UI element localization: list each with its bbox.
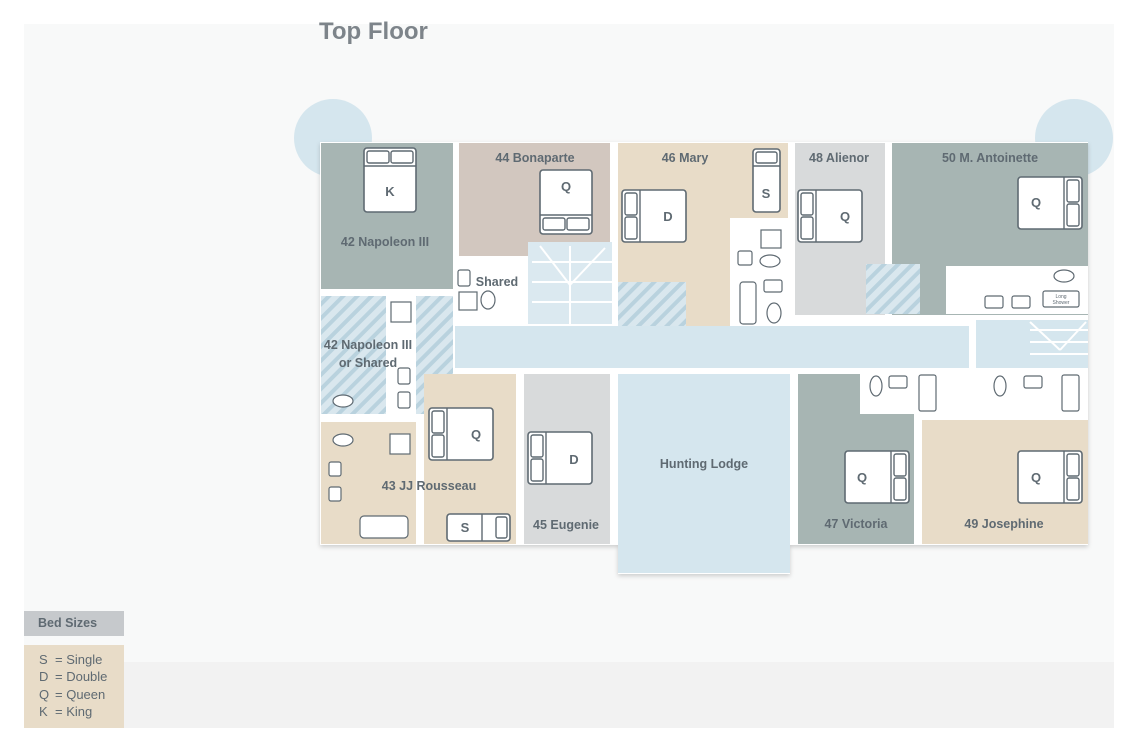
bed-50: Q: [1017, 176, 1083, 230]
sink-icon: [457, 269, 471, 287]
sink-icon: [737, 250, 753, 266]
toilet-icon: [759, 254, 781, 268]
bathtub-icon: [739, 281, 757, 325]
svg-text:K: K: [385, 184, 395, 199]
bed-43-single: S: [446, 513, 511, 542]
page-title: Top Floor: [319, 18, 428, 45]
sink-icon: [1011, 295, 1031, 309]
shower-icon: [389, 433, 411, 455]
svg-text:D: D: [663, 209, 672, 224]
svg-text:D: D: [569, 452, 578, 467]
bathtub-icon: [359, 515, 409, 539]
room-label-44: 44 Bonaparte: [495, 151, 574, 165]
sink-icon: [328, 486, 342, 502]
toilet-icon: [1053, 269, 1075, 283]
sink-icon: [888, 375, 908, 389]
room-label-48: 48 Alienor: [809, 151, 869, 165]
toilet-icon: [332, 394, 354, 408]
svg-text:Shower: Shower: [1053, 300, 1070, 306]
legend-item: D= Double: [39, 669, 108, 685]
corridor: [455, 326, 969, 368]
room-label-46: 46 Mary: [662, 151, 709, 165]
svg-text:Q: Q: [561, 179, 571, 194]
room-label-47: 47 Victoria: [824, 517, 888, 531]
svg-text:Q: Q: [857, 470, 867, 485]
bed-46-single: S: [752, 148, 781, 213]
sink-icon: [397, 391, 411, 409]
svg-text:Long: Long: [1055, 294, 1066, 300]
bed-size-legend: S= Single D= Double Q= Queen K= King: [24, 645, 124, 728]
stairwell-void-right: [866, 264, 920, 314]
sink-icon: [984, 295, 1004, 309]
legend-item: K= King: [39, 703, 93, 719]
sink-icon: [397, 367, 411, 385]
sink-icon: [1023, 375, 1043, 389]
staircase-right: [1029, 317, 1088, 355]
legend-item: S= Single: [39, 652, 103, 667]
room-label-hunting-lodge: Hunting Lodge: [660, 457, 748, 471]
room-label-45: 45 Eugenie: [533, 518, 599, 532]
bed-45: D: [527, 431, 593, 485]
toilet-icon: [993, 375, 1007, 397]
sink-icon: [328, 461, 342, 477]
legend-item: Q= Queen: [39, 686, 106, 702]
bed-42: K: [363, 147, 417, 213]
long-shower-icon: [918, 374, 937, 412]
toilet-icon: [480, 290, 496, 310]
svg-text:Q: Q: [840, 209, 850, 224]
long-shower-icon: [1042, 290, 1080, 308]
bed-48: Q: [797, 189, 863, 243]
shower-icon: [760, 229, 782, 249]
room-label-42-shared-line1: 42 Napoleon III: [324, 338, 412, 352]
toilet-icon: [332, 433, 354, 447]
shower-icon: [458, 291, 478, 311]
svg-text:Q: Q: [471, 427, 481, 442]
bed-44: Q: [539, 169, 593, 235]
stairwell-void-left: [618, 282, 686, 328]
room-label-42: 42 Napoleon III: [341, 235, 429, 249]
room-label-50: 50 M. Antoinette: [942, 151, 1038, 165]
legend-title: Bed Sizes: [24, 611, 124, 636]
svg-text:Q: Q: [1031, 470, 1041, 485]
bed-46-double: D: [621, 189, 687, 243]
room-label-42-shared-line2: or Shared: [339, 356, 397, 370]
bed-49: Q: [1017, 450, 1083, 504]
bathroom-fixtures: [328, 229, 1080, 539]
room-label-shared: Shared: [476, 275, 518, 289]
toilet-icon: [766, 302, 782, 324]
svg-text:Q: Q: [1031, 195, 1041, 210]
footer-background-panel: [124, 662, 1114, 728]
bed-47: Q: [844, 450, 910, 504]
svg-text:S: S: [762, 186, 771, 201]
svg-text:S: S: [461, 520, 470, 535]
long-shower-icon: [1061, 374, 1080, 412]
shower-icon: [390, 301, 412, 323]
bed-43-queen: Q: [428, 407, 494, 461]
toilet-icon: [869, 375, 883, 397]
hunting-lodge: [618, 374, 790, 573]
room-label-49: 49 Josephine: [964, 517, 1043, 531]
long-shower-labels: Long Shower: [1053, 294, 1070, 306]
room-label-43: 43 JJ Rousseau: [382, 479, 477, 493]
sink-icon: [763, 279, 783, 293]
